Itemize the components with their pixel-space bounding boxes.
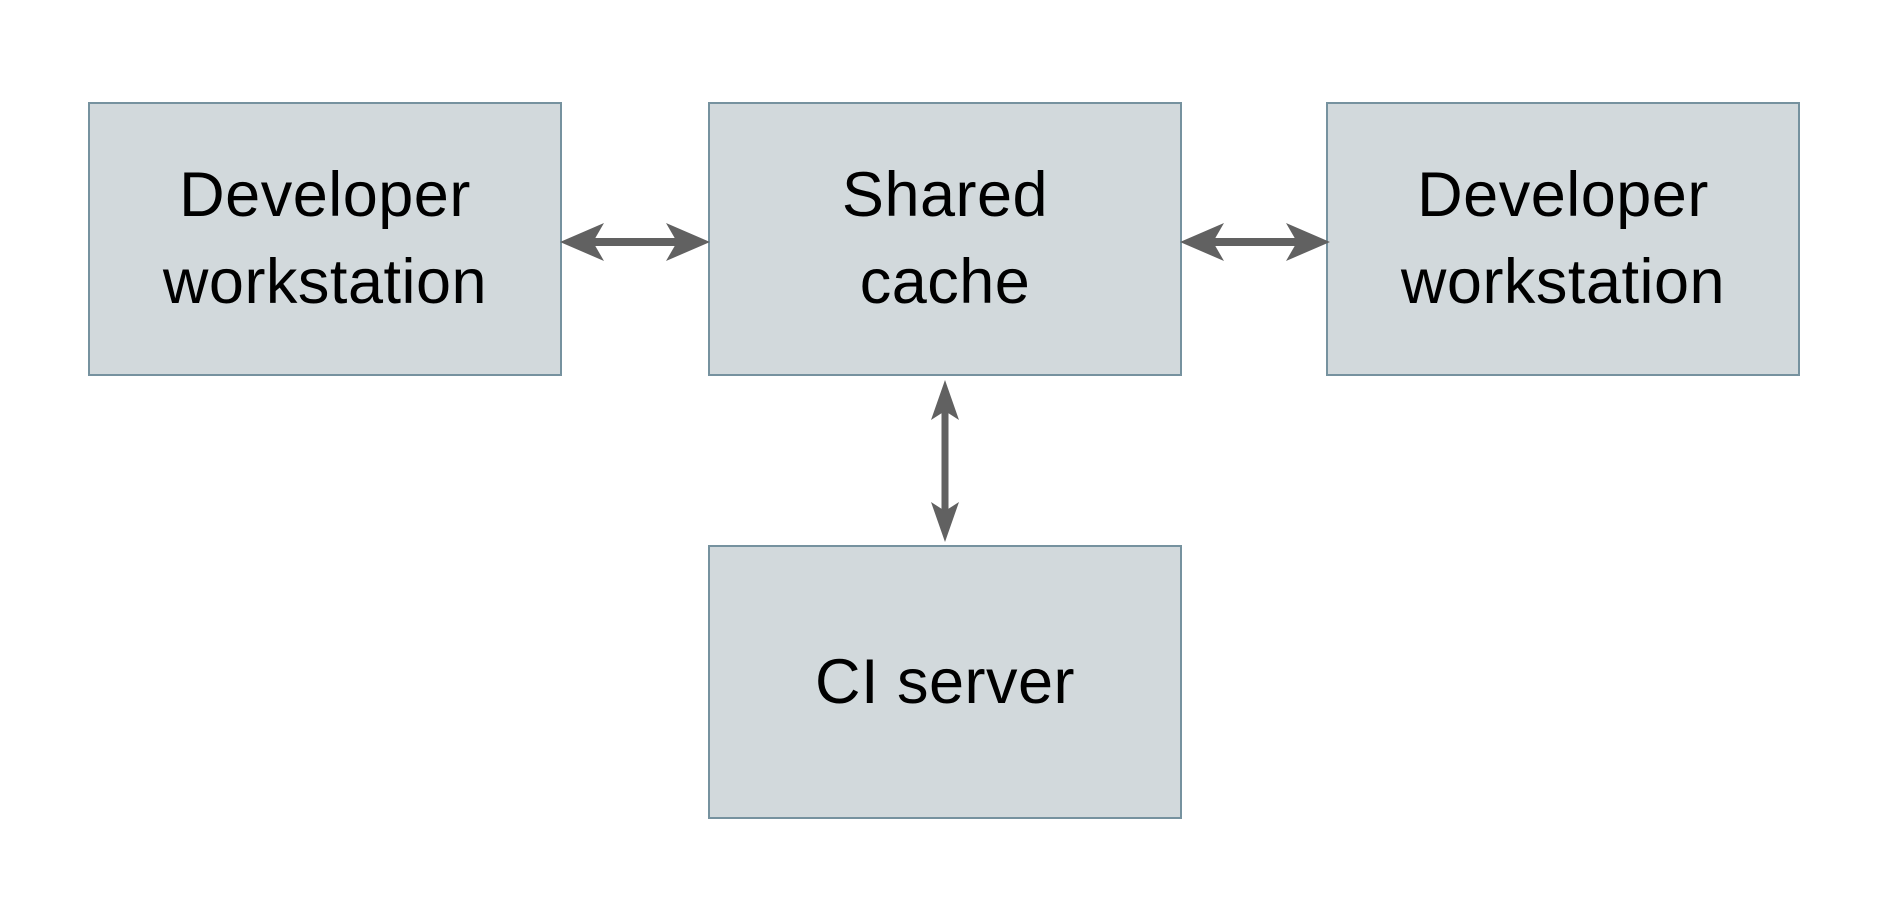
node-developer-workstation-right: Developer workstation — [1326, 102, 1800, 376]
node-label: CI server — [814, 646, 1076, 717]
node-developer-workstation-left: Developer workstation — [88, 102, 562, 376]
node-label: Developer workstation — [1400, 160, 1726, 317]
node-ci-server: CI server — [708, 545, 1182, 819]
double-arrow-horizontal-icon — [1180, 223, 1330, 261]
node-label: Shared cache — [841, 160, 1049, 317]
edge-cache-workstation-right — [1178, 218, 1332, 266]
double-arrow-vertical-icon — [931, 380, 959, 542]
edge-workstation-left-cache — [558, 218, 712, 266]
node-label: Developer workstation — [162, 160, 488, 317]
node-shared-cache: Shared cache — [708, 102, 1182, 376]
double-arrow-horizontal-icon — [560, 223, 710, 261]
edge-cache-ci-server — [923, 378, 967, 544]
